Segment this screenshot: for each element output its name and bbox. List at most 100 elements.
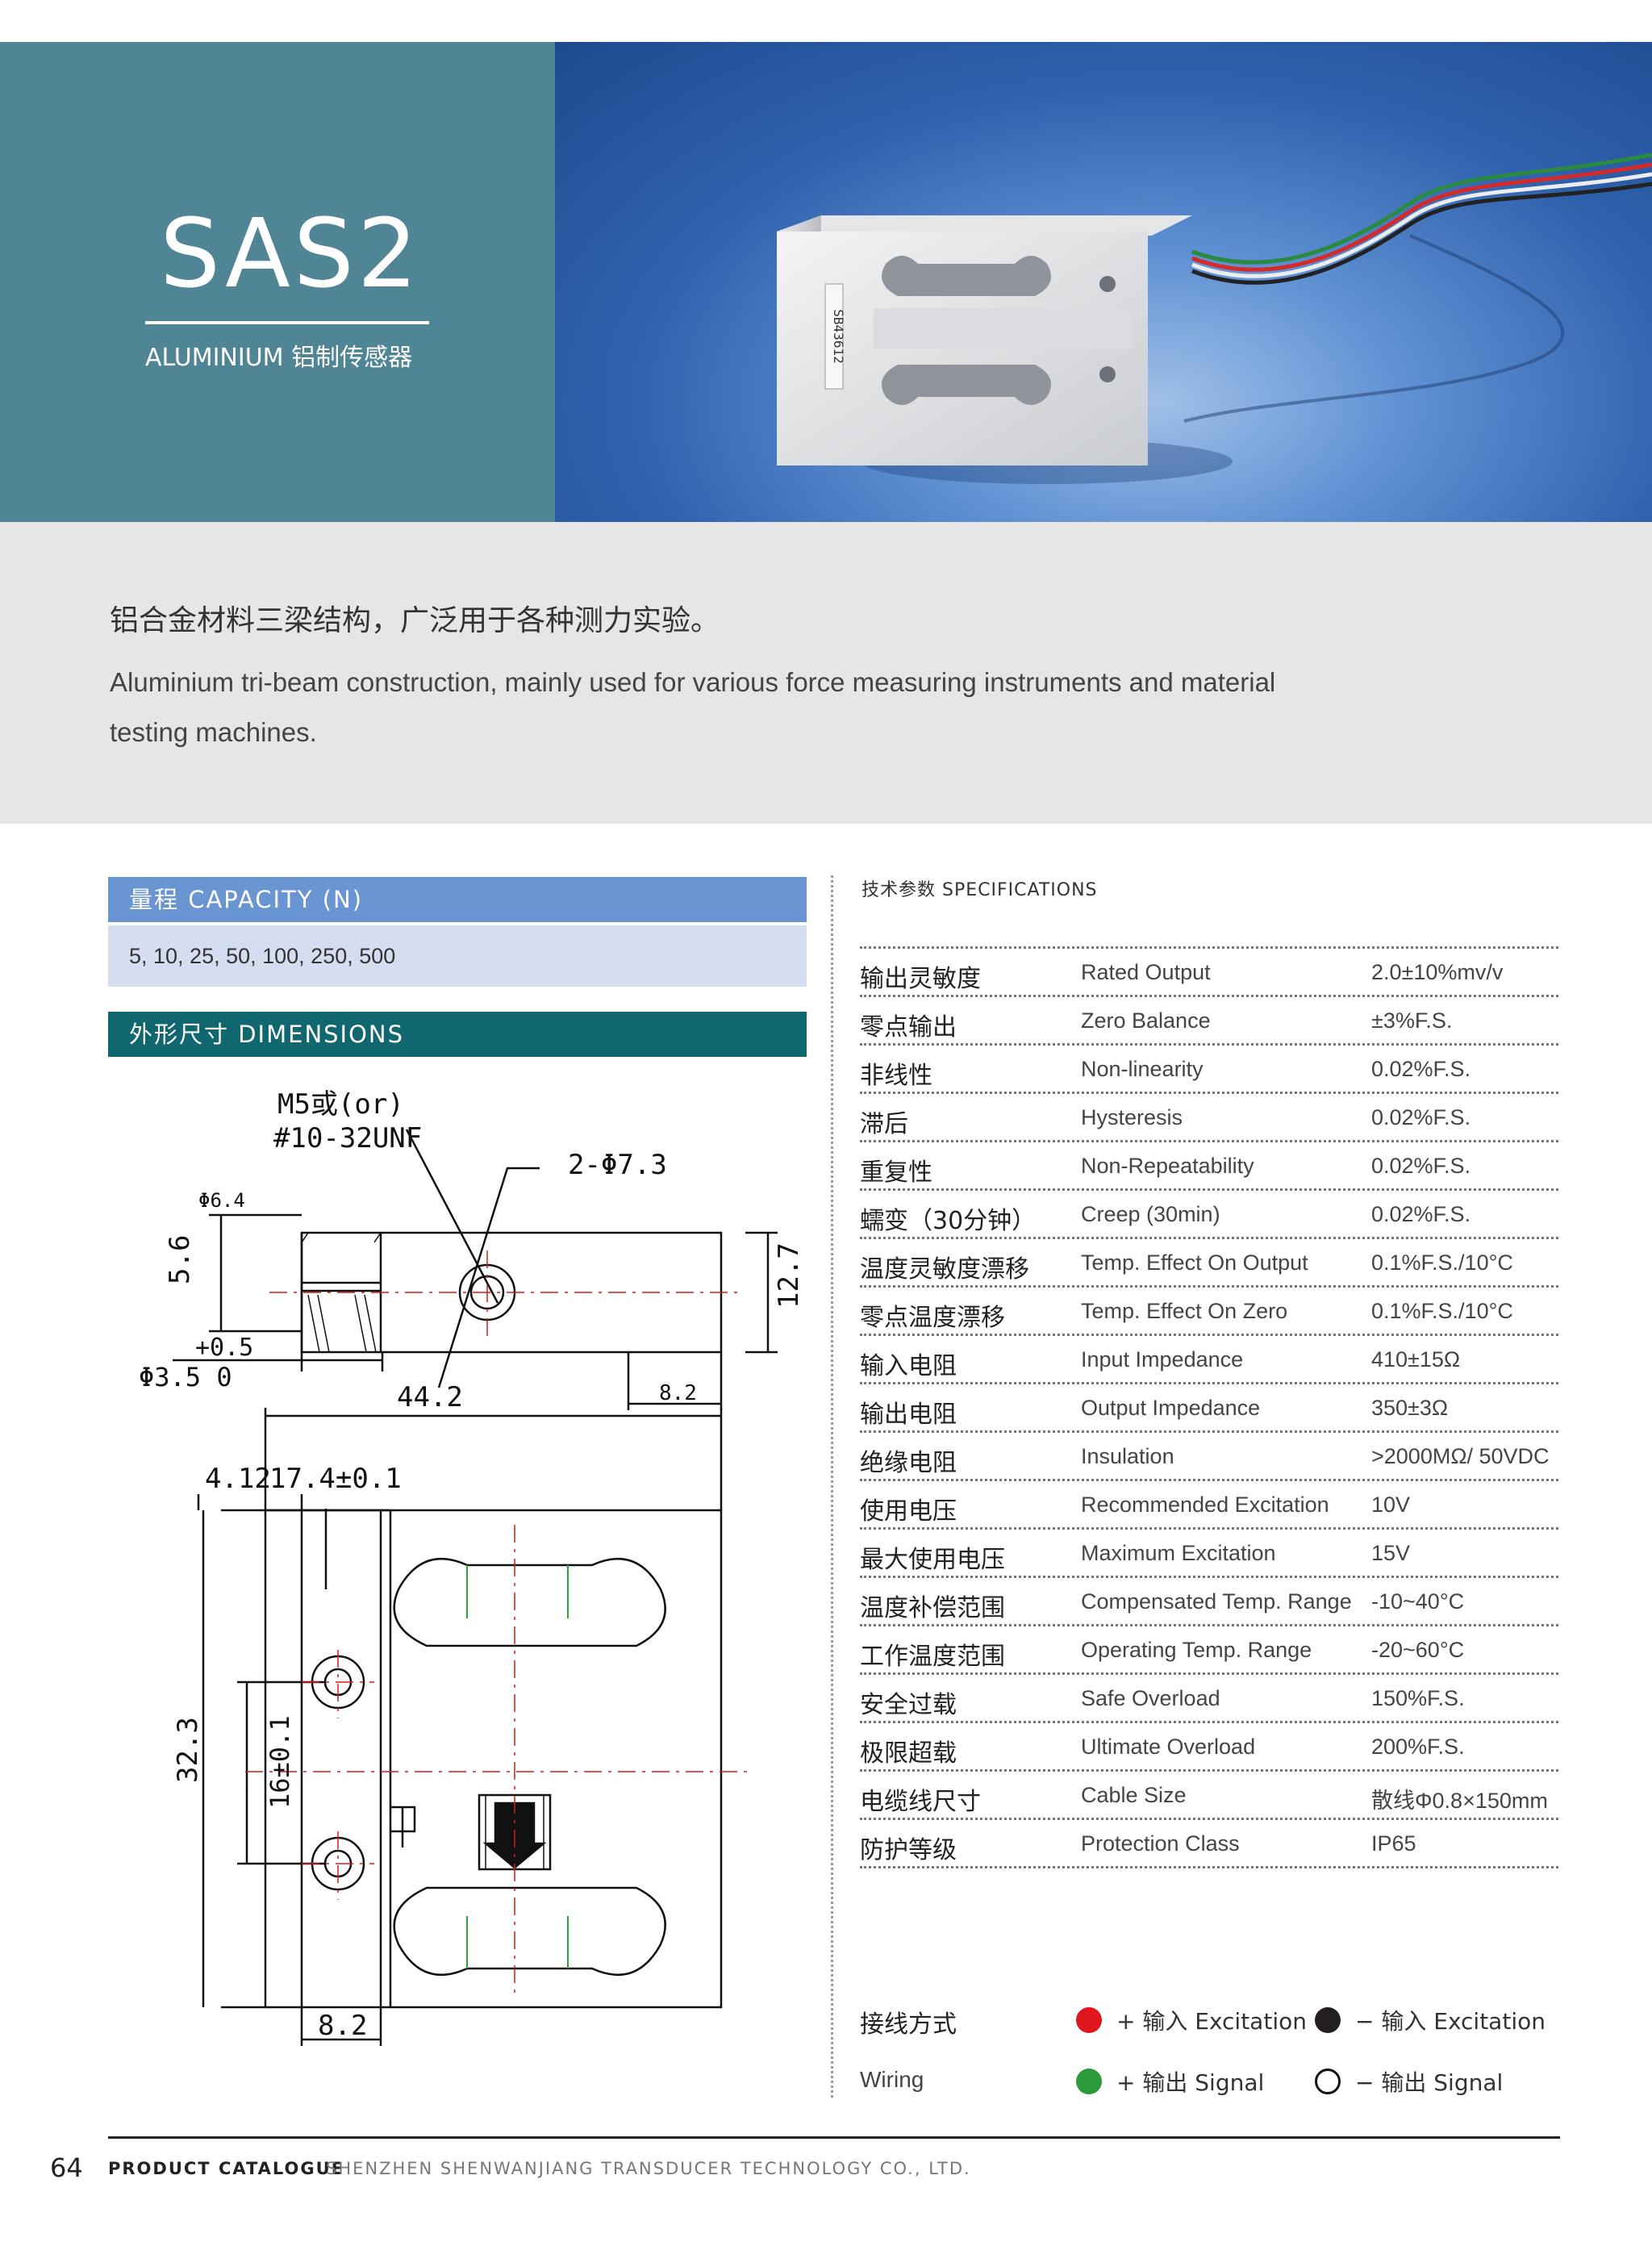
spec-row: 输入电阻 Input Impedance 410±15Ω [860, 1334, 1558, 1382]
spec-cn: 蠕变（30分钟） [860, 1207, 1037, 1235]
spec-en: Input Impedance [1081, 1347, 1244, 1372]
spec-value: 散线Φ0.8×150mm [1371, 1789, 1548, 1813]
spec-en: Cable Size [1081, 1783, 1187, 1807]
spec-value: 0.02%F.S. [1371, 1202, 1471, 1226]
spec-cn: 防护等级 [860, 1836, 957, 1864]
wire-label: + 输出 Signal [1116, 2069, 1265, 2096]
white-dot-icon [1315, 2069, 1341, 2094]
spec-value: 350±3Ω [1371, 1396, 1449, 1420]
wire-label: − 输出 Signal [1355, 2069, 1504, 2096]
spec-cn: 输出灵敏度 [860, 965, 981, 993]
wire-excitation-negative: − 输入 Excitation [1315, 2004, 1546, 2036]
spec-cn: 极限超载 [860, 1739, 957, 1768]
wiring-label-cn: 接线方式 [860, 2010, 957, 2039]
spec-cn: 重复性 [860, 1159, 932, 1187]
dim-w82-top-label: 8.2 [659, 1381, 697, 1405]
column-divider [831, 875, 833, 2098]
spec-value: 15V [1371, 1541, 1411, 1565]
dim-h16-label: 16±0.1 [265, 1715, 295, 1809]
technical-drawing: M5或(or) #10-32UNF 2-Φ7.3 Φ6.4 5.6 +0.5 Φ… [139, 1088, 805, 2046]
spec-row: 安全过载 Safe Overload 150%F.S. [860, 1672, 1558, 1721]
spec-row: 电缆线尺寸 Cable Size 散线Φ0.8×150mm [860, 1769, 1558, 1818]
wire-label: − 输入 Excitation [1355, 2008, 1546, 2035]
spec-en: Non-linearity [1081, 1057, 1204, 1081]
dimension-drawing: M5或(or) #10-32UNF 2-Φ7.3 Φ6.4 5.6 +0.5 Φ… [108, 1073, 818, 2090]
spec-value: 150%F.S. [1371, 1686, 1465, 1710]
spec-cn: 温度补偿范围 [860, 1594, 1005, 1622]
specifications-heading: 技术参数 SPECIFICATIONS [861, 880, 1098, 900]
dim-tol-label: +0.5 [195, 1334, 253, 1362]
spec-row: 温度补偿范围 Compensated Temp. Range -10~40°C [860, 1576, 1558, 1624]
intro-band [0, 522, 1652, 824]
hero-title-panel [0, 42, 555, 522]
spec-en: Creep (30min) [1081, 1202, 1220, 1226]
spec-row: 蠕变（30分钟） Creep (30min) 0.02%F.S. [860, 1188, 1558, 1237]
spec-value: ±3%F.S. [1371, 1008, 1453, 1033]
spec-en: Compensated Temp. Range [1081, 1589, 1352, 1614]
spec-value: 0.1%F.S./10°C [1371, 1299, 1513, 1323]
spec-row: 输出灵敏度 Rated Output 2.0±10%mv/v [860, 946, 1558, 995]
spec-cn: 非线性 [860, 1062, 932, 1090]
spec-en: Non-Repeatability [1081, 1154, 1254, 1178]
spec-cn: 最大使用电压 [860, 1546, 1005, 1574]
spec-en: Recommended Excitation [1081, 1493, 1329, 1517]
spec-row: 非线性 Non-linearity 0.02%F.S. [860, 1043, 1558, 1092]
wire-signal-positive: + 输出 Signal [1076, 2065, 1264, 2098]
spec-cn: 使用电压 [860, 1497, 957, 1526]
product-photo: SB43612 [555, 42, 1652, 522]
dim-dia-top-label: Φ6.4 [198, 1189, 245, 1212]
dim-h127-label: 12.7 [773, 1242, 805, 1309]
spec-cn: 温度灵敏度漂移 [860, 1255, 1029, 1284]
spec-value: 2.0±10%mv/v [1371, 960, 1504, 984]
dimensions-heading: 外形尺寸 DIMENSIONS [108, 1012, 807, 1057]
spec-cn: 安全过载 [860, 1691, 957, 1719]
spec-cn: 零点输出 [860, 1013, 957, 1042]
footer-company: SHENZHEN SHENWANJIANG TRANSDUCER TECHNOL… [326, 2159, 971, 2178]
spec-value: -10~40°C [1371, 1589, 1465, 1614]
wire-signal-negative: − 输出 Signal [1315, 2065, 1503, 2098]
spec-en: Hysteresis [1081, 1105, 1183, 1129]
model-title: SAS2 [160, 198, 421, 309]
black-dot-icon [1315, 2007, 1341, 2033]
spec-en: Safe Overload [1081, 1686, 1220, 1710]
dim-h323-label: 32.3 [172, 1717, 204, 1783]
spec-cn: 绝缘电阻 [860, 1449, 957, 1477]
dim-w442-label: 44.2 [397, 1381, 463, 1413]
spec-value: 410±15Ω [1371, 1347, 1461, 1372]
spec-en: Protection Class [1081, 1831, 1240, 1856]
intro-chinese: 铝合金材料三梁结构，广泛用于各种测力实验。 [110, 604, 720, 637]
dim-w82-bottom-label: 8.2 [318, 2010, 367, 2042]
spec-en: Ultimate Overload [1081, 1735, 1256, 1759]
footer-divider [108, 2136, 1560, 2139]
dim-thread-alt-label: #10-32UNF [273, 1122, 422, 1154]
page-number: 64 [50, 2152, 83, 2183]
capacity-heading: 量程 CAPACITY (N) [108, 877, 807, 922]
serial-label: SB43612 [831, 309, 846, 363]
spec-en: Temp. Effect On Zero [1081, 1299, 1288, 1323]
dim-w174-label: 17.4±0.1 [269, 1463, 402, 1495]
spec-cn: 电缆线尺寸 [860, 1788, 981, 1816]
spec-value: 0.02%F.S. [1371, 1057, 1471, 1081]
footer-brand: PRODUCT CATALOGUE [108, 2159, 345, 2178]
wiring-label-en: Wiring [860, 2067, 924, 2092]
red-dot-icon [1076, 2007, 1102, 2033]
green-dot-icon [1076, 2069, 1102, 2094]
title-divider [145, 321, 429, 324]
spec-en: Rated Output [1081, 960, 1211, 984]
model-subtitle: ALUMINIUM 铝制传感器 [145, 344, 413, 372]
spec-cn: 输入电阻 [860, 1352, 957, 1380]
spec-cn: 滞后 [860, 1110, 908, 1138]
spec-en: Operating Temp. Range [1081, 1638, 1312, 1662]
dim-dia-bottom-label: Φ3.5 0 [139, 1362, 232, 1392]
spec-value: >2000MΩ/ 50VDC [1371, 1444, 1550, 1468]
capacity-values: 5, 10, 25, 50, 100, 250, 500 [108, 925, 807, 987]
